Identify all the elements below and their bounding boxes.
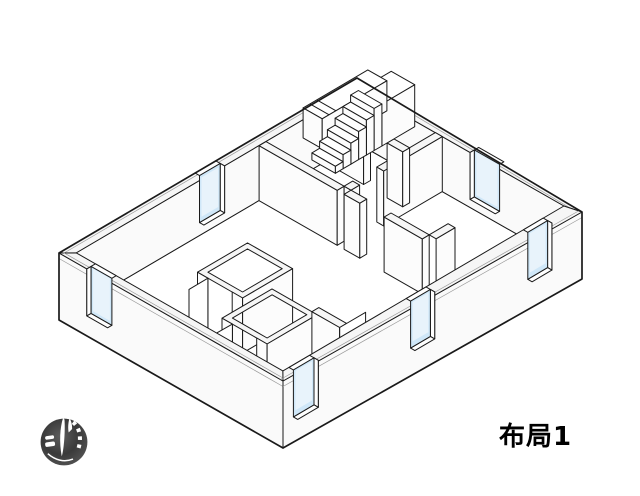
building-silhouette: [58, 77, 583, 449]
stair-steps: [311, 90, 383, 174]
logo-thin-slash: [47, 453, 74, 462]
logo-dash-2: [45, 441, 56, 447]
window-front-middle: [405, 286, 436, 352]
staircase: [302, 69, 416, 174]
brand-logo-graphic: [40, 417, 88, 466]
window-northeast: [469, 146, 505, 215]
layout-caption: 布局1: [499, 422, 573, 452]
logo-dotted-arc: [71, 420, 82, 452]
logo-dash-1: [45, 435, 55, 440]
brand-logo: [37, 415, 91, 469]
window-front-right: [522, 217, 553, 283]
window-west: [86, 263, 117, 329]
window-northwest: [194, 160, 226, 226]
logo-blade-icon: [60, 417, 65, 457]
window-south: [288, 354, 319, 420]
stair-hall-west-wall: [258, 141, 345, 246]
logo-small-blade-icon: [68, 418, 73, 433]
